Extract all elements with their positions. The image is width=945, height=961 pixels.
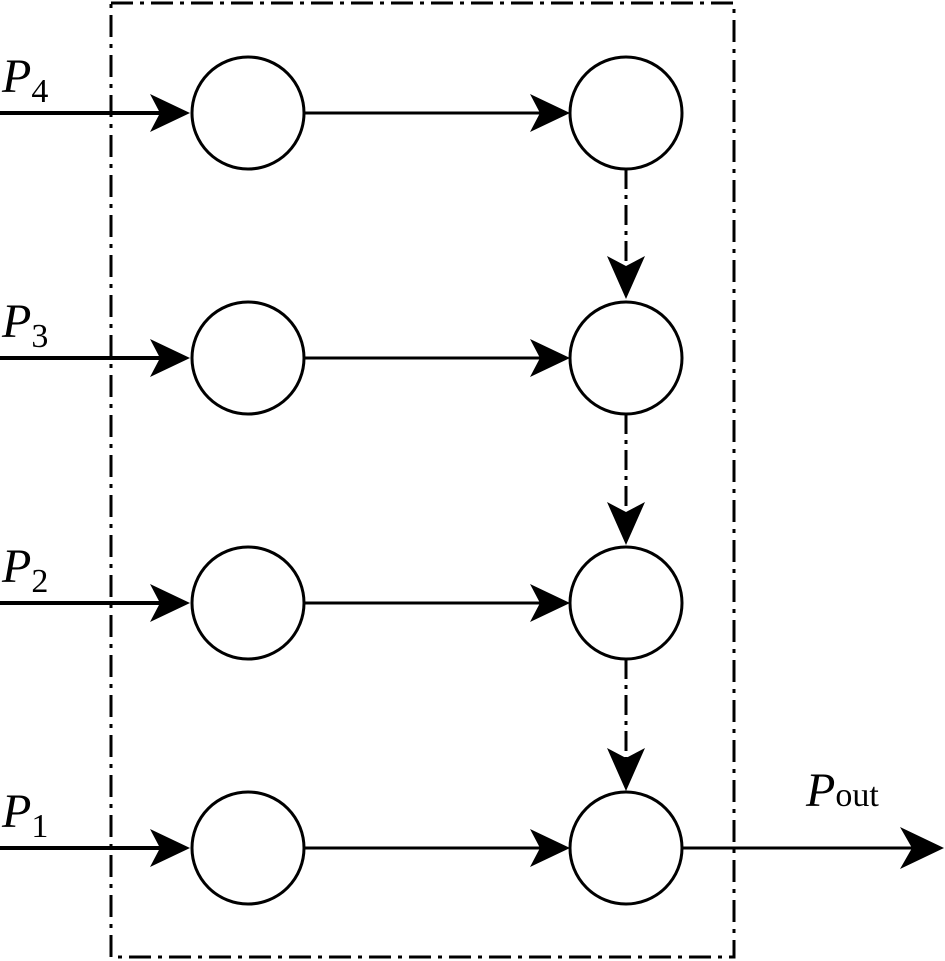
input-arrowhead-3 [150,339,190,377]
vertical-connector-3-2 [607,414,645,545]
link-arrowhead-3 [530,339,570,377]
link-arrowhead-1 [530,829,570,867]
link-arrowhead-2 [530,584,570,622]
row-4: P4 [0,50,684,171]
combiner-node-3 [568,300,684,416]
combiner-node-2 [568,545,684,661]
input-label-4: P4 [1,50,48,110]
vertical-arrowhead-3-2 [607,502,645,545]
input-node-3 [190,300,306,416]
vertical-connector-4-3 [607,169,645,299]
input-label-2: P2 [1,540,48,600]
link-arrowhead-4 [530,94,570,132]
input-arrowhead-4 [150,94,190,132]
input-arrowhead-2 [150,584,190,622]
row-2: P2 [0,540,684,661]
row-3: P3 [0,295,684,416]
vertical-connector-2-1 [607,659,645,791]
output-label: Pout [805,764,879,817]
vertical-arrowhead-2-1 [607,748,645,791]
input-node-1 [190,790,306,906]
output: Pout [682,764,944,869]
input-label-3: P3 [1,295,48,355]
combiner-node-4 [568,55,684,171]
enclosure-box [109,1,736,959]
combiner-node-1 [568,790,684,906]
output-arrowhead [900,827,944,869]
input-label-1: P1 [1,785,48,845]
input-node-2 [190,545,306,661]
vertical-arrowhead-4-3 [607,256,645,299]
input-node-4 [190,55,306,171]
input-arrowhead-1 [150,829,190,867]
row-1: P1 [0,785,684,906]
